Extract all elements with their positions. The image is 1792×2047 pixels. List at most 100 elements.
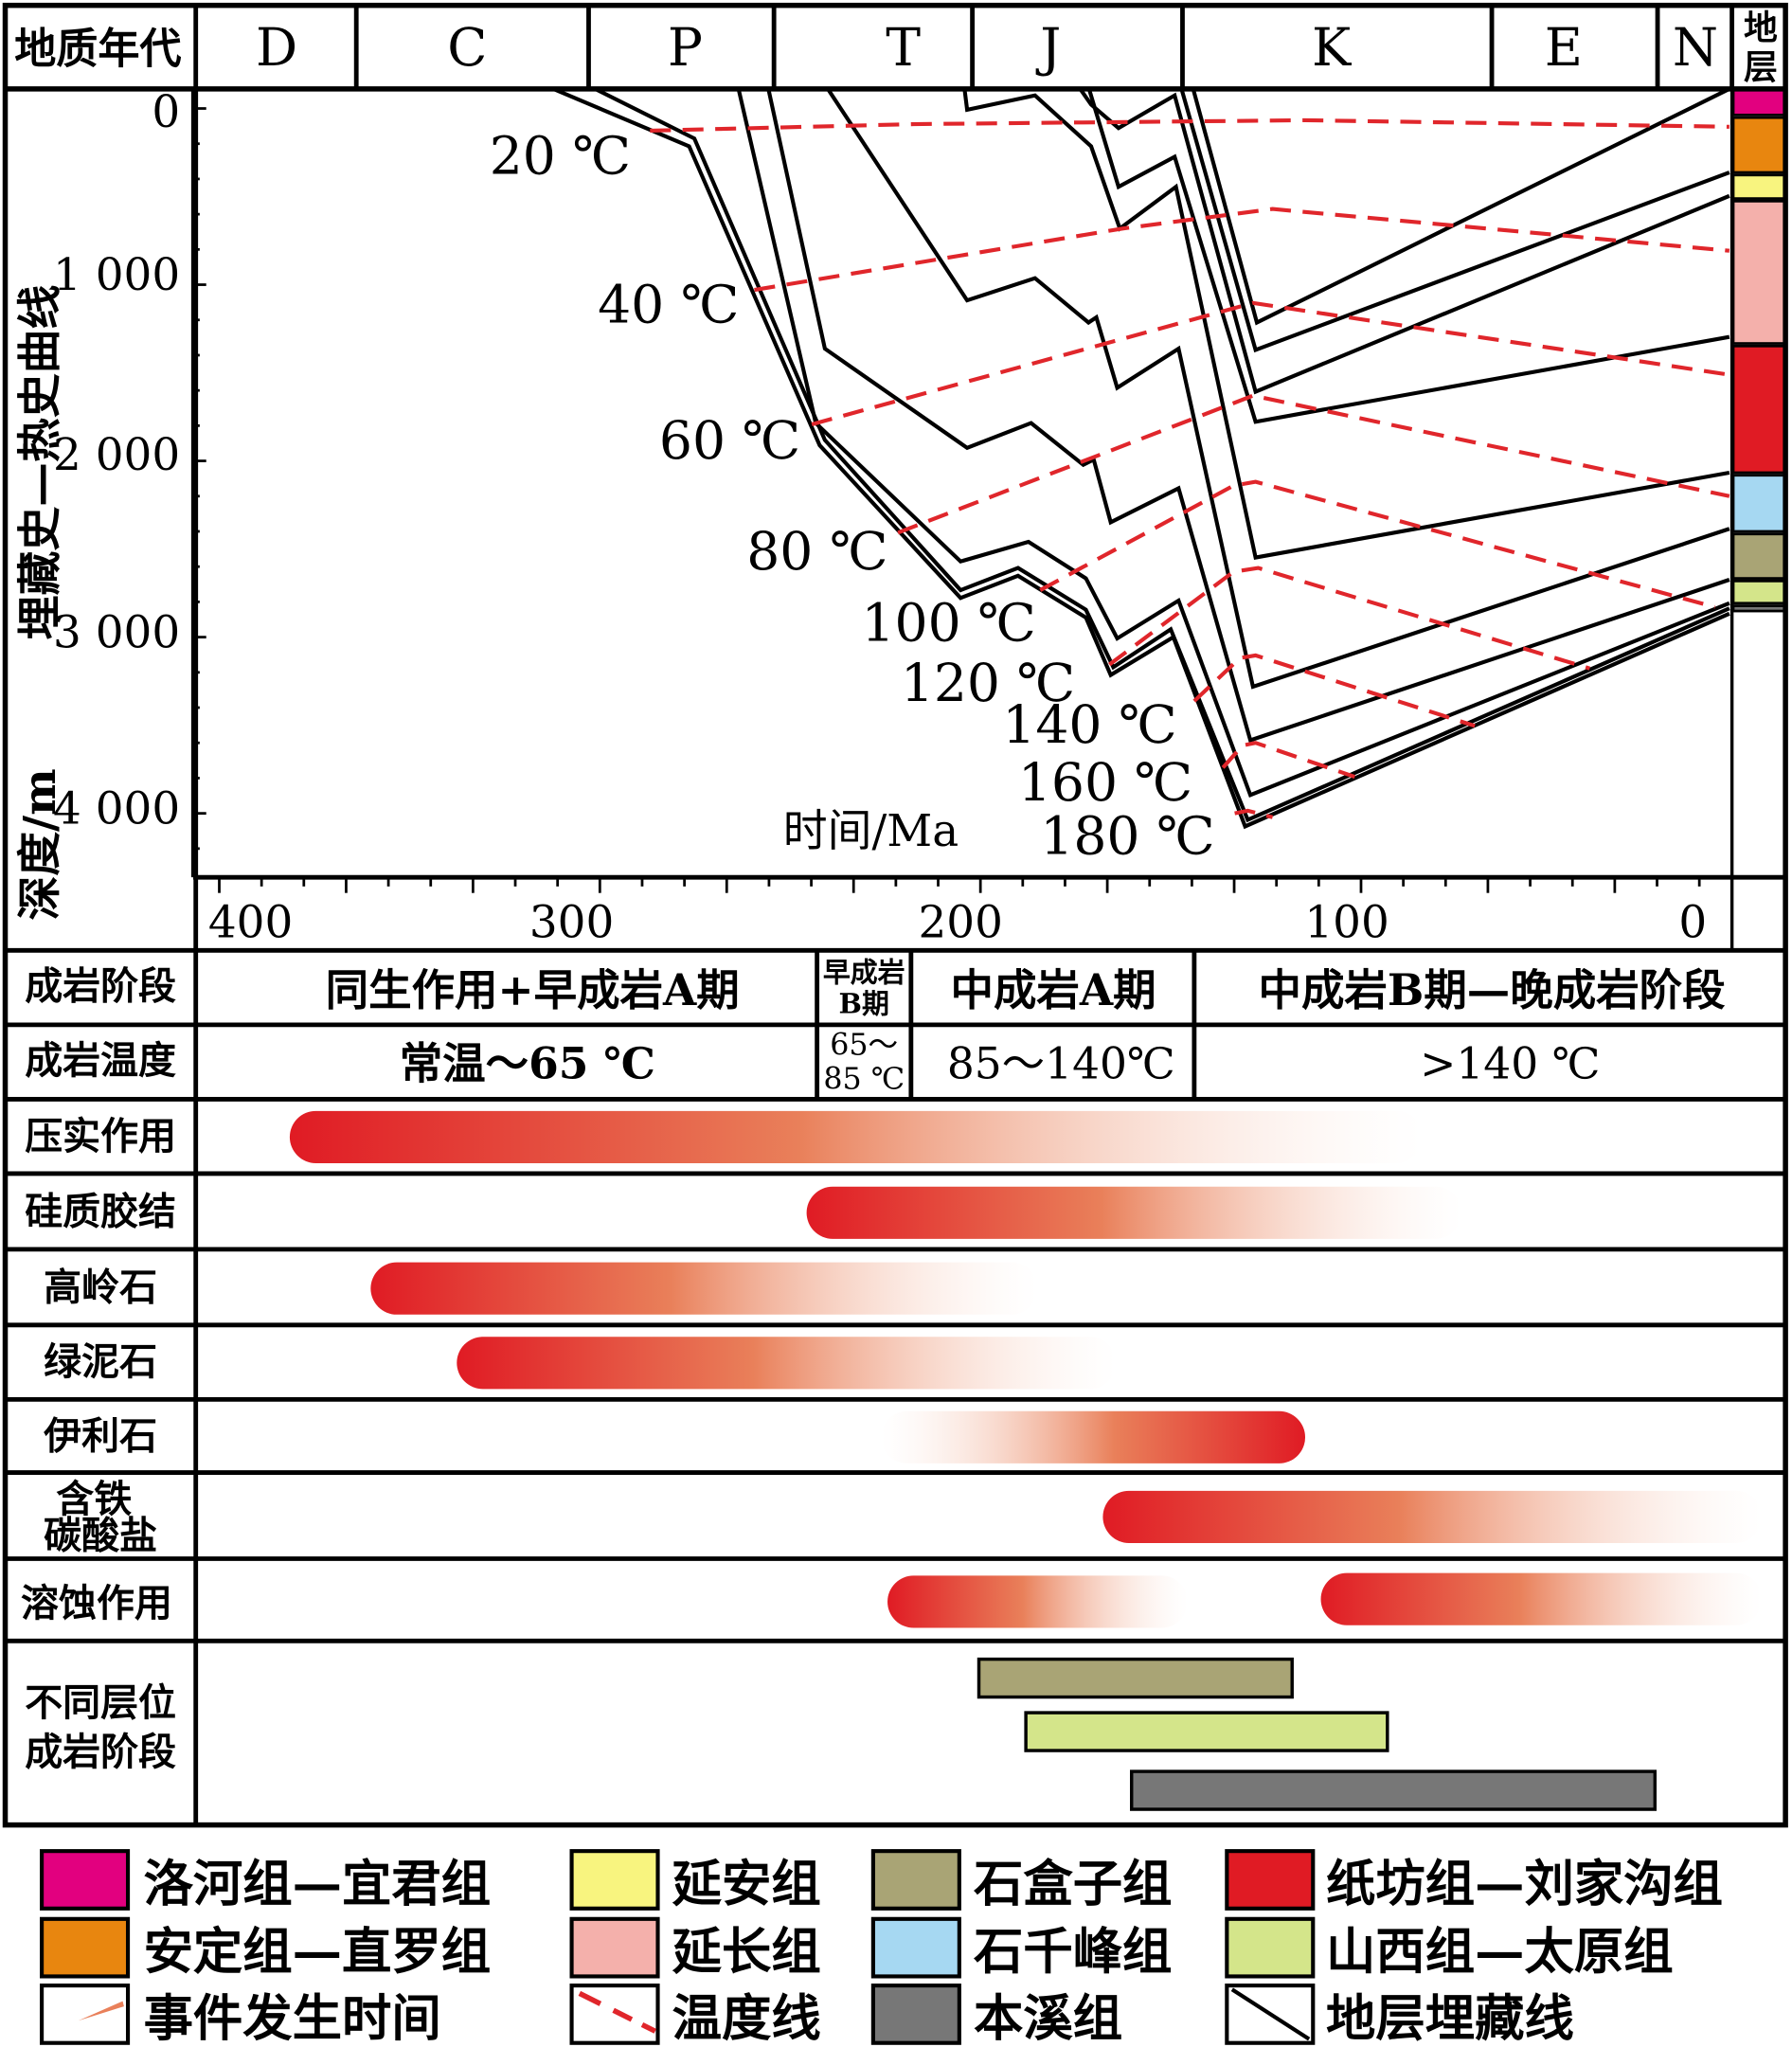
- process-label-ferroan-carbonate-1: 含铁: [56, 1477, 132, 1521]
- isotherm-label-140: 140 ℃: [1002, 694, 1176, 755]
- stage-row-label: 成岩阶段: [25, 963, 176, 1008]
- event-bar-silica-cement: [806, 1186, 1462, 1239]
- x-tick-100: 100: [1304, 898, 1389, 949]
- plot-area: [547, 88, 1730, 830]
- isotherm-140: [1192, 653, 1476, 728]
- stratum-anding-zhiluo: [1731, 116, 1787, 174]
- temp-65-85-line1: 65～: [830, 1029, 898, 1063]
- isotherm-180: [1234, 808, 1274, 819]
- legend-label: 延长组: [672, 1923, 821, 1981]
- burial-line-icon: [1230, 1987, 1311, 2041]
- geologic-age-label: 地质年代: [14, 25, 181, 73]
- event-bar-chlorite: [457, 1337, 1117, 1390]
- period-E: E: [1545, 17, 1583, 78]
- legend-swatch-shiqianfeng: [870, 1916, 961, 1979]
- burial-line: [1077, 88, 1730, 395]
- y-tick-2000: 2 000: [53, 430, 180, 481]
- event-bar-dissolution-2: [1320, 1572, 1763, 1625]
- period-N: N: [1673, 17, 1718, 78]
- process-label-kaolinite: 高岭石: [44, 1266, 157, 1310]
- legend-swatch-shanxi-taiyuan: [1225, 1916, 1316, 1979]
- y-axis-title: 埋藏史—热史曲线: [14, 285, 66, 640]
- y-tick-3000: 3 000: [53, 608, 180, 659]
- legend-label: 石盒子组: [974, 1856, 1172, 1913]
- burial-line: [1191, 88, 1730, 326]
- event-bar-ferroan-carbonate: [1102, 1490, 1763, 1543]
- isotherm-40: [754, 206, 1730, 293]
- legend-label: 石千峰组: [974, 1923, 1172, 1981]
- event-bar-kaolinite: [370, 1262, 1038, 1315]
- period-P: P: [668, 17, 703, 78]
- x-tick-200: 200: [919, 898, 1003, 949]
- period-J: J: [1035, 17, 1061, 78]
- strata-label-2: 层: [1744, 47, 1778, 87]
- stage-early-b-line2: B期: [839, 987, 889, 1019]
- legend-label: 洛河组—宜君组: [144, 1856, 492, 1913]
- stratum-yanchang: [1731, 199, 1787, 345]
- isotherm-label-80: 80 ℃: [746, 521, 887, 582]
- legend-label: 地层埋藏线: [1326, 1989, 1574, 2047]
- period-dividers: [193, 5, 1735, 89]
- isotherm-labels: 20 ℃ 40 ℃ 60 ℃ 80 ℃ 100 ℃ 120 ℃ 140 ℃ 16…: [490, 125, 1215, 866]
- period-header: 地质年代 D C P T J K E N 地 层: [14, 5, 1778, 89]
- legend-label: 纸坊组—刘家沟组: [1326, 1856, 1723, 1913]
- legend-swatch-yanchang: [569, 1916, 660, 1979]
- table-col-lines: [193, 88, 1197, 1825]
- event-bar-illite: [881, 1410, 1306, 1463]
- stage-middle-b-late: 中成岩B期—晚成岩阶段: [1258, 964, 1726, 1015]
- layer-stage-label-2: 成岩阶段: [25, 1730, 176, 1774]
- period-K: K: [1312, 17, 1352, 78]
- strata-label-1: 地: [1744, 8, 1778, 47]
- temp-normal-65: 常温～65 ℃: [400, 1037, 655, 1088]
- legend-labels: 洛河组—宜君组 延安组 石盒子组 纸坊组—刘家沟组 安定组—直罗组 延长组 石千…: [144, 1856, 1723, 2047]
- isotherm-label-100: 100 ℃: [861, 593, 1035, 654]
- isotherm-120: [1108, 566, 1591, 671]
- y-axis: 0 1 000 2 000 3 000 4 000 埋藏史—热史曲线 深度/m: [14, 87, 206, 921]
- burial-line: [766, 88, 1730, 744]
- stage-early-b-line1: 早成岩: [823, 956, 905, 988]
- event-bar-dissolution-1: [887, 1575, 1188, 1628]
- legend-label: 山西组—太原组: [1326, 1923, 1674, 1981]
- isotherm-100: [1039, 479, 1716, 609]
- legend-label: 事件发生时间: [144, 1989, 441, 2047]
- legend-label: 延安组: [672, 1856, 821, 1913]
- dashed-line-icon: [578, 1990, 656, 2034]
- x-axis-title: 时间/Ma: [783, 806, 959, 857]
- process-label-compaction: 压实作用: [25, 1114, 176, 1158]
- figure-frame: [2, 2, 1788, 1828]
- isotherm-label-20: 20 ℃: [490, 125, 631, 186]
- legend-swatch-luohe-yijun: [40, 1849, 131, 1911]
- stratum-zhifang-liujiagou: [1731, 344, 1787, 475]
- legend-swatch-yanan: [569, 1849, 660, 1911]
- legend-label: 温度线: [672, 1989, 821, 2047]
- process-label-silica-cement: 硅质胶结: [25, 1190, 176, 1234]
- stratum-shihezi: [1731, 532, 1787, 580]
- legend-swatch-anding-zhiluo: [40, 1916, 131, 1979]
- isotherm-80: [897, 393, 1730, 535]
- x-tick-0: 0: [1678, 898, 1707, 949]
- isotherm-label-180: 180 ℃: [1040, 805, 1214, 866]
- x-axis-ticks: [218, 877, 1701, 893]
- process-label-chlorite: 绿泥石: [44, 1339, 157, 1384]
- y-tick-0: 0: [152, 87, 180, 138]
- isotherm-lines: [650, 117, 1730, 819]
- legend-label: 安定组—直罗组: [144, 1923, 492, 1981]
- period-C: C: [447, 17, 487, 78]
- isotherm-60: [811, 300, 1730, 426]
- isotherm-label-60: 60 ℃: [659, 410, 800, 471]
- legend-swatch-benxi: [870, 1984, 961, 2045]
- stage-syngenetic-early-a: 同生作用+早成岩A期: [326, 964, 740, 1015]
- y-tick-1000: 1 000: [53, 250, 180, 301]
- burial-line: [1179, 88, 1730, 353]
- process-label-illite: 伊利石: [43, 1414, 157, 1459]
- stratum-yanan: [1731, 173, 1787, 200]
- stage-bar-shanxi-taiyuan: [1024, 1711, 1389, 1752]
- stratum-luohe-yijun: [1731, 87, 1787, 117]
- legend-swatch-event-time: [40, 1984, 131, 2045]
- temp-85-140: 85～140℃: [947, 1038, 1175, 1088]
- isotherm-label-160: 160 ℃: [1018, 752, 1192, 813]
- isotherm-label-120: 120 ℃: [901, 653, 1075, 713]
- temp-65-85-line2: 85 ℃: [823, 1062, 905, 1096]
- stratum-shiqianfeng: [1731, 474, 1787, 533]
